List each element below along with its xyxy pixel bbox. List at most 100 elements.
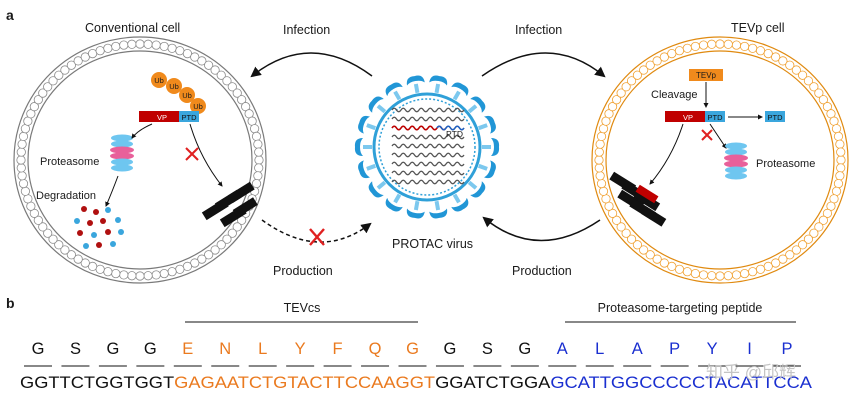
membrane-bead-right-68 <box>698 40 709 50</box>
virus-spike-2 <box>477 160 496 179</box>
membrane-bead-left-36 <box>48 234 58 244</box>
membrane-bead-right-78 <box>778 56 788 66</box>
amino-acid-15: A <box>557 340 568 358</box>
virus-spike-13 <box>385 82 403 101</box>
membrane-bead-right-42 <box>601 194 611 204</box>
amino-acid-8: Y <box>295 340 306 358</box>
ptd-free-block <box>765 111 785 122</box>
membrane-bead-left-35 <box>54 240 64 250</box>
virus-spike-stalk-9 <box>366 163 377 171</box>
ub-bead-2 <box>166 78 182 94</box>
fragment-13 <box>110 241 116 247</box>
capsid-block-right-6 <box>641 206 667 227</box>
membrane-bead-right-51 <box>598 124 609 134</box>
membrane-bead-right-47 <box>594 155 604 165</box>
membrane-bead-right-58 <box>626 76 637 86</box>
membrane-bead-left-67 <box>111 41 121 52</box>
membrane-bead-right-80 <box>791 65 801 75</box>
infection-arrow-left <box>250 52 373 78</box>
genome-ptd-segment <box>436 125 465 131</box>
fragment-3 <box>105 207 111 213</box>
tevp-cell <box>591 36 849 284</box>
virus-spike-15 <box>429 75 448 94</box>
membrane-bead-left-61 <box>66 60 76 70</box>
infection-label-right: Infection <box>515 23 562 37</box>
membrane-bead-right-45 <box>595 171 605 181</box>
virus-spike-1 <box>482 138 500 156</box>
dna-segment-4: GCATTGGCCCCCTACATTCCA <box>550 374 812 392</box>
membrane-bead-left-80 <box>210 65 220 75</box>
membrane-bead-right-20 <box>748 267 758 277</box>
membrane-bead-right-13 <box>797 240 808 250</box>
genome-vp-segment <box>391 125 447 131</box>
membrane-bead-left-16 <box>197 254 207 264</box>
membrane-bead-right-69 <box>707 39 717 49</box>
membrane-bead-left-21 <box>159 268 169 279</box>
membrane-bead-right-4 <box>833 179 844 189</box>
membrane-bead-left-44 <box>18 179 29 189</box>
membrane-bead-left-32 <box>73 254 83 264</box>
membrane-bead-left-50 <box>18 131 29 141</box>
amino-acid-1: G <box>32 340 45 358</box>
membrane-bead-left-55 <box>33 95 43 105</box>
membrane-bead-right-64 <box>667 49 677 59</box>
virus-spike-stalk-8 <box>376 180 387 190</box>
proteasome-right-ring-1 <box>725 142 747 150</box>
membrane-bead-left-65 <box>95 46 105 56</box>
membrane-bead-left-58 <box>48 76 58 86</box>
fragment-6 <box>100 218 106 224</box>
virus-spike-stalk-3 <box>467 180 478 190</box>
virus-spike-head-12 <box>368 96 384 113</box>
amino-acid-4: G <box>144 340 157 358</box>
membrane-bead-left-46 <box>16 163 26 173</box>
membrane-bead-right-28 <box>682 267 692 277</box>
membrane-bead-left-85 <box>237 95 247 105</box>
membrane-bead-right-88 <box>829 116 839 126</box>
membrane-bead-left-64 <box>87 49 98 59</box>
membrane-bead-right-12 <box>803 234 814 244</box>
membrane-bead-right-49 <box>595 139 605 149</box>
proteasome-left-ring-1 <box>111 134 133 142</box>
membrane-bead-right-57 <box>621 82 631 92</box>
membrane-bead-left-57 <box>43 82 53 92</box>
membrane-bead-right-7 <box>826 201 836 211</box>
membrane-bead-right-90 <box>833 131 844 141</box>
arrow-fusion-to-capsid-left <box>189 123 223 187</box>
amino-acid-6: N <box>219 340 231 358</box>
virus-spike-head-9 <box>358 160 370 179</box>
virus-spike-head-7 <box>385 197 403 212</box>
membrane-bead-left-75 <box>175 46 185 56</box>
virus-spike-head-3 <box>470 181 486 198</box>
amino-acid-20: I <box>747 340 752 358</box>
membrane-bead-left-39 <box>33 215 43 225</box>
membrane-bead-left-70 <box>135 39 145 49</box>
arrow-fusion-to-capsid-right <box>649 123 684 185</box>
membrane-bead-left-22 <box>151 270 161 280</box>
membrane-bead-right-55 <box>612 95 622 105</box>
membrane-bead-right-74 <box>748 43 758 53</box>
virus-spike-head-13 <box>385 82 403 97</box>
virus-spike-head-11 <box>358 115 370 134</box>
tevp-cell-title: TEVp cell <box>731 21 785 35</box>
membrane-bead-right-33 <box>645 250 655 260</box>
membrane-bead-right-34 <box>639 245 649 255</box>
production-block-x <box>309 228 325 246</box>
membrane-bead-right-26 <box>698 270 709 280</box>
membrane-bead-right-30 <box>667 261 677 271</box>
virus-spike-head-2 <box>484 160 496 179</box>
membrane-bead-left-83 <box>227 82 237 92</box>
vp-label-left: VP <box>157 113 167 122</box>
fragment-11 <box>118 229 124 235</box>
membrane-bead-left-84 <box>232 88 242 98</box>
fragment-9 <box>91 232 97 238</box>
capsid-blocks-right <box>609 171 667 227</box>
proteasome-left-ring-4 <box>110 152 134 160</box>
virus-spike-head-8 <box>368 181 384 198</box>
membrane-bead-left-90 <box>251 131 262 141</box>
membrane-bead-left-62 <box>73 56 83 66</box>
virus-spikes <box>354 75 500 219</box>
membrane-bead-left-59 <box>54 70 64 80</box>
amino-acid-19: Y <box>707 340 718 358</box>
amino-acid-13: S <box>482 340 493 358</box>
membrane-bead-right-14 <box>791 245 801 255</box>
